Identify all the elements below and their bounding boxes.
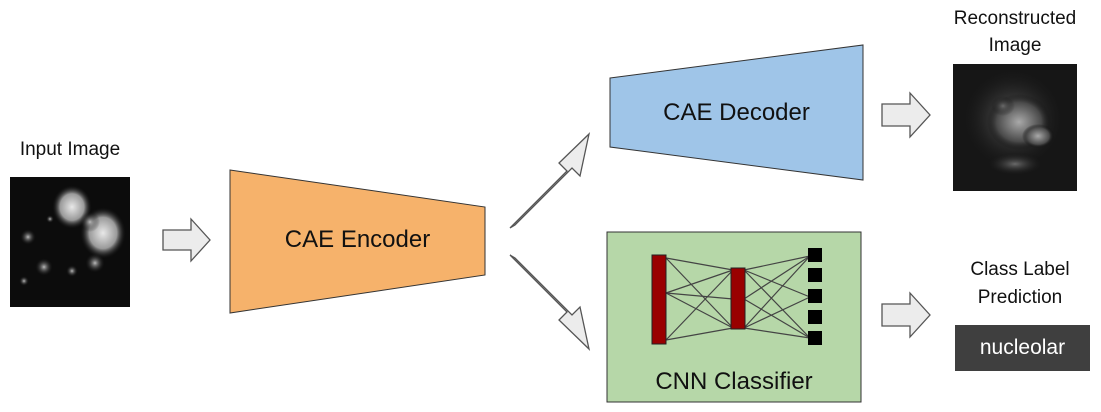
input-image — [10, 177, 130, 307]
encoder-label: CAE Encoder — [284, 226, 431, 253]
arrow-input-to-encoder — [162, 217, 211, 263]
arrow-encoder-to-classifier — [509, 254, 591, 351]
arrow-classifier-to-prediction — [881, 291, 931, 339]
reconstructed-label-line2: Image — [988, 35, 1042, 56]
prediction-label-line1: Class Label — [970, 259, 1070, 280]
hidden-layer-icon — [730, 267, 746, 330]
input-image-label: Input Image — [19, 139, 121, 160]
prediction-value-badge: nucleolar — [955, 325, 1090, 371]
output-nodes-icon — [808, 248, 822, 345]
encoder-shape — [229, 169, 486, 314]
classifier-label: CNN Classifier — [655, 368, 813, 395]
input-layer-icon — [651, 254, 667, 345]
reconstructed-image — [953, 64, 1077, 191]
decoder-shape — [609, 44, 864, 181]
decoder-label: CAE Decoder — [663, 99, 810, 126]
prediction-label-line2: Prediction — [977, 287, 1063, 308]
arrow-decoder-to-reconstructed — [881, 91, 931, 139]
input-cells-picture — [19, 185, 126, 286]
reconstructed-picture — [953, 64, 1077, 191]
arrow-encoder-to-decoder — [509, 132, 591, 229]
reconstructed-label-line1: Reconstructed — [953, 8, 1077, 29]
network-icon — [665, 255, 811, 341]
